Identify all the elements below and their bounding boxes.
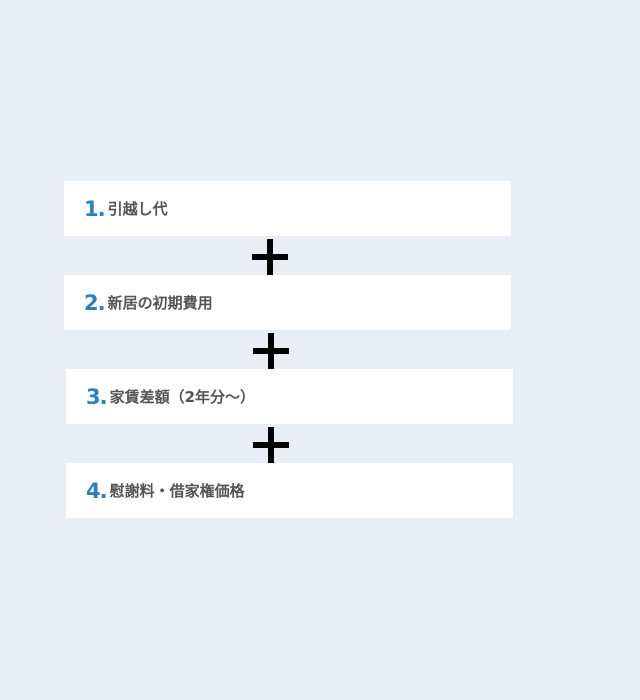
step-3-number: 3. xyxy=(86,384,108,409)
plus-icon xyxy=(253,427,289,463)
plus-icon xyxy=(252,239,288,275)
step-1-label: 引越し代 xyxy=(107,200,168,218)
step-1-box: 1. 引越し代 xyxy=(64,181,511,236)
step-4-number: 4. xyxy=(86,478,108,503)
step-3-box: 3. 家賃差額（2年分〜） xyxy=(66,369,513,424)
step-4-label: 慰謝料・借家権価格 xyxy=(109,482,245,500)
step-2-label: 新居の初期費用 xyxy=(107,294,213,312)
step-4-box: 4. 慰謝料・借家権価格 xyxy=(66,463,513,518)
plus-icon xyxy=(253,333,289,369)
step-3-label: 家賃差額（2年分〜） xyxy=(109,388,256,406)
step-2-box: 2. 新居の初期費用 xyxy=(64,275,511,330)
step-2-number: 2. xyxy=(84,290,106,315)
step-1-number: 1. xyxy=(84,196,106,221)
